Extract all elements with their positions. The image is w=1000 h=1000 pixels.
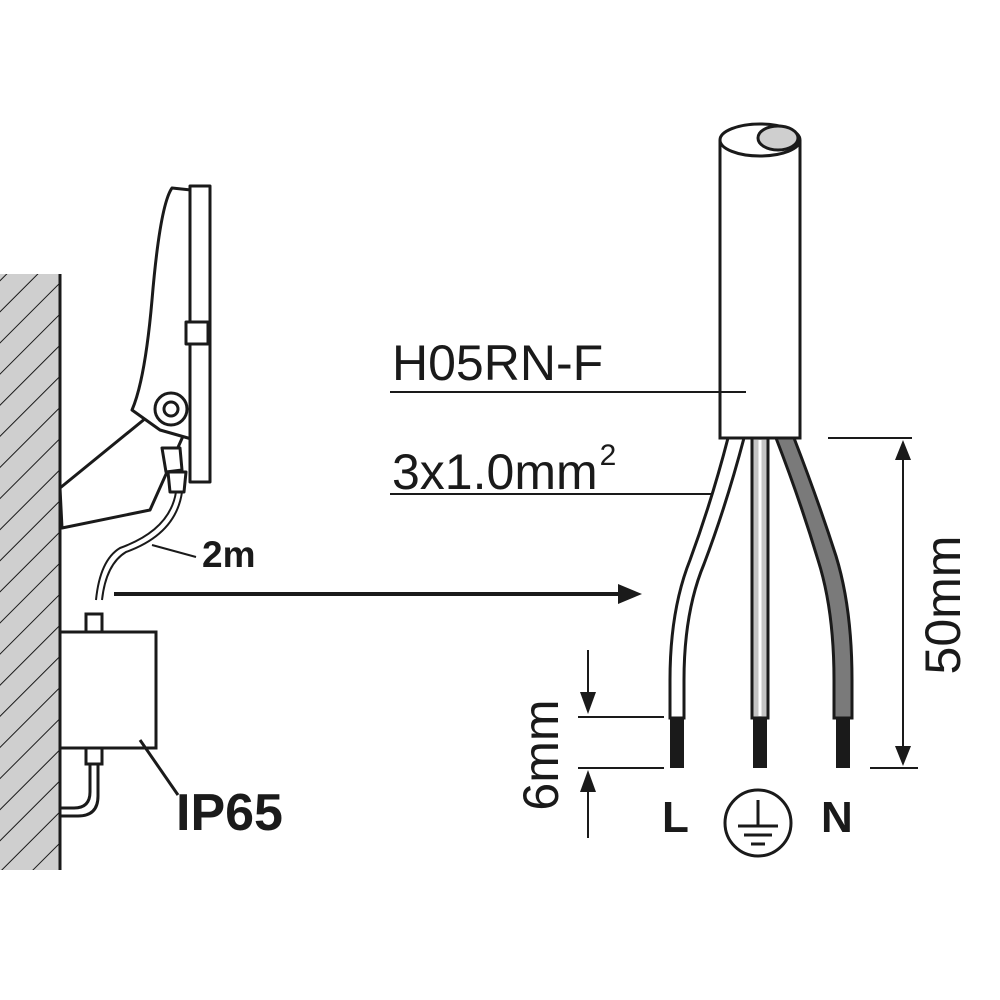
dimension-50mm	[828, 437, 918, 769]
cross-section-superscript: 2	[599, 439, 617, 472]
cable-type-label: H05RN-F	[392, 335, 604, 391]
wall	[0, 274, 62, 870]
junction-box	[58, 612, 180, 818]
ip-rating-label: IP65	[176, 784, 283, 842]
terminal-neutral-label: N	[821, 793, 853, 842]
cross-section-label: 3x1.0mm2	[392, 439, 617, 500]
cross-section-value: 3x1.0mm	[392, 444, 598, 500]
cable-sheath	[390, 122, 802, 495]
terminal-live-label: L	[662, 793, 689, 842]
floodlight	[58, 184, 212, 530]
earth-symbol-icon	[723, 788, 793, 858]
connection-arrow	[114, 584, 642, 604]
wire-earth	[750, 436, 770, 768]
wire-live	[668, 436, 746, 768]
cable-length-label: 2m	[202, 534, 256, 575]
wire-neutral	[773, 436, 854, 768]
floodlight-cable	[95, 491, 197, 601]
dimension-50mm-label: 50mm	[915, 535, 971, 675]
dimension-6mm	[578, 650, 664, 838]
dimension-6mm-label: 6mm	[513, 699, 569, 811]
